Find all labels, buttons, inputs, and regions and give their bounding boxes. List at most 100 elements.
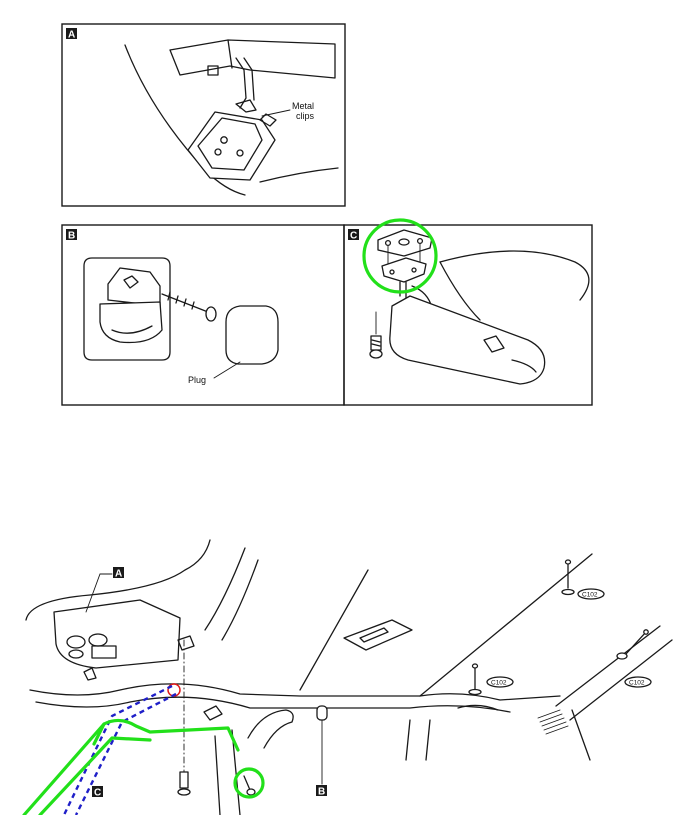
hex-screw	[370, 335, 382, 351]
headliner-contour	[439, 261, 481, 321]
screw-thread	[167, 291, 195, 310]
visor-arm-back	[243, 57, 255, 101]
dome-lamp	[343, 619, 413, 651]
overview-label-a: A	[115, 569, 122, 580]
panel-c: C	[343, 218, 593, 406]
panel-c-frame	[343, 224, 593, 406]
overview-label-b-badge	[316, 785, 327, 796]
panel-a: A Metal clips	[61, 23, 346, 207]
hex-screw-head	[369, 349, 383, 359]
holder-hole	[123, 275, 139, 289]
bracket-screw-hole	[416, 237, 424, 245]
part-tag-3	[624, 676, 652, 688]
part-code-3: C102	[629, 680, 645, 687]
console-clip	[83, 667, 97, 681]
rear-vent-grill	[537, 709, 569, 735]
label-a-leader	[85, 573, 113, 613]
pillar-a-line	[221, 559, 259, 641]
console-screw	[179, 771, 189, 789]
grab-handle	[457, 704, 499, 711]
headliner-front-edge-inner	[35, 696, 511, 713]
pillar-b	[405, 719, 431, 761]
metal-clips-leader	[261, 109, 291, 117]
bracket-screw-hole	[384, 239, 392, 247]
visor-clip	[483, 335, 505, 353]
panel-b: B Plug	[61, 224, 345, 406]
visor-bracket-plate	[377, 229, 433, 257]
overview-label-b: B	[318, 787, 325, 798]
door-frame	[214, 729, 241, 815]
visor-screw-head	[246, 788, 256, 796]
metal-clips-label-2: clips	[296, 111, 315, 121]
console-light	[66, 635, 86, 649]
bracket-face	[197, 117, 263, 171]
visor-pivot	[399, 281, 407, 299]
bracket-body	[187, 111, 276, 181]
highlight-trim-outline	[22, 718, 240, 815]
panel-a-badge-letter: A	[68, 30, 75, 41]
sun-visor	[389, 295, 546, 385]
bracket-hole	[220, 136, 228, 144]
grab-handle	[247, 709, 294, 749]
highlight-trim-outline-inner	[38, 736, 152, 815]
part-code-2: C102	[491, 680, 507, 687]
part-code-1: C102	[582, 592, 598, 599]
panel-a-frame	[61, 23, 346, 207]
wire-route	[74, 692, 177, 815]
part-tag-1	[577, 588, 605, 600]
pillar-c	[571, 709, 591, 761]
bracket-hole	[214, 148, 222, 156]
visor-bar	[169, 39, 336, 79]
console-screw-head	[177, 788, 191, 796]
roof-clip-pin-1	[561, 559, 575, 596]
roof-line	[299, 569, 369, 691]
overview-label-c-badge	[92, 786, 103, 797]
plug-label: Plug	[188, 375, 206, 385]
visor-screw	[243, 775, 251, 791]
visor-pivot-mount	[381, 257, 427, 283]
screw-head	[205, 306, 217, 322]
roof-line	[419, 553, 593, 697]
visor-bar-slot	[207, 65, 219, 76]
visor-bar-edge	[227, 39, 233, 69]
trim-clip	[203, 705, 223, 721]
plug-leader	[213, 361, 241, 379]
roof-line	[555, 625, 661, 707]
console-switch	[91, 645, 117, 659]
highlight-screw-circle	[233, 767, 265, 799]
holder-lip	[111, 325, 153, 334]
hex-screw-thread	[371, 339, 381, 347]
console-bracket	[177, 635, 195, 651]
console-light	[68, 649, 84, 659]
bracket-hole	[236, 149, 244, 157]
wire-route	[62, 684, 173, 815]
metal-clip	[235, 99, 257, 113]
headliner-contour	[439, 250, 590, 301]
mount-hole	[389, 269, 395, 275]
overview-label-a-badge	[113, 567, 124, 578]
trim-edge	[259, 167, 339, 183]
mount-hole	[411, 267, 417, 273]
overview: A B C102	[22, 539, 673, 815]
holder-base	[99, 301, 163, 344]
visor-arm	[235, 57, 247, 109]
panel-a-badge	[66, 28, 77, 39]
bracket-center-hole	[398, 238, 410, 246]
visor-edge	[511, 359, 537, 373]
panel-b-badge	[66, 229, 77, 240]
headliner-front-edge	[29, 683, 561, 701]
dome-lamp-lens	[359, 627, 389, 643]
panel-c-badge	[348, 229, 359, 240]
pillar-a-line	[204, 547, 246, 631]
console-outline	[25, 539, 211, 621]
highlight-trim-tab	[92, 722, 106, 746]
roof-line	[569, 639, 673, 721]
plug	[225, 305, 279, 365]
part-tag-2	[486, 676, 514, 688]
roof-clip-pin-2	[468, 663, 482, 696]
highlight-circle	[362, 218, 438, 294]
metal-clips-label-1: Metal	[292, 101, 314, 111]
overview-label-c: C	[94, 788, 101, 799]
roof-clip-pin-3	[616, 629, 649, 660]
